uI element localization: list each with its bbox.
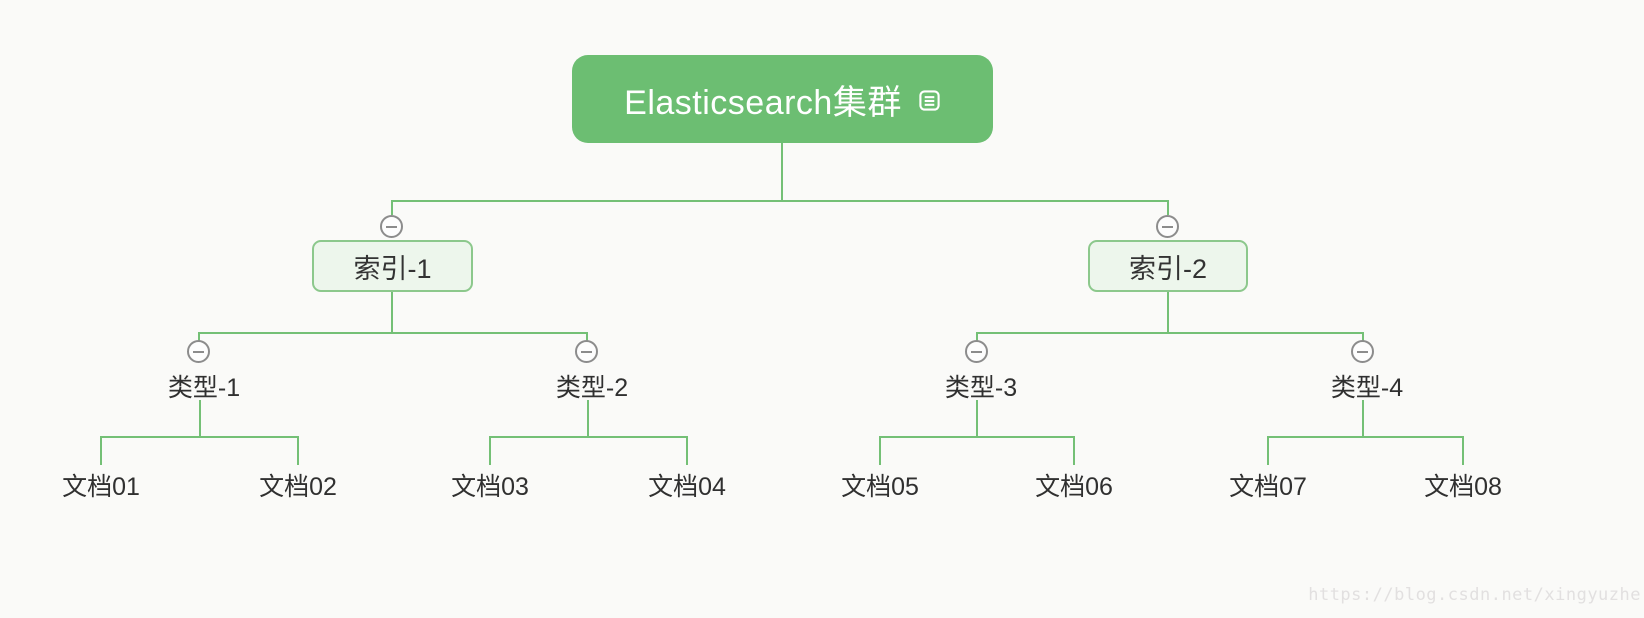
node-type-3[interactable]: 类型-3 [944,374,1018,402]
node-type-2[interactable]: 类型-2 [555,374,629,402]
minus-icon [1162,225,1173,228]
index-1-label: 索引-1 [353,253,432,284]
collapse-button-type-3[interactable] [965,340,988,363]
watermark-url: https://blog.csdn.net/xingyuzhe [1308,585,1641,605]
node-doc-02[interactable]: 文档02 [259,473,337,501]
collapse-button-type-2[interactable] [575,340,598,363]
root-node-label: Elasticsearch集群 [624,83,902,122]
node-type-1[interactable]: 类型-1 [167,374,241,402]
minus-icon [581,350,592,353]
notes-icon[interactable] [918,89,941,112]
minus-icon [386,225,397,228]
node-doc-03[interactable]: 文档03 [451,473,529,501]
node-doc-04[interactable]: 文档04 [648,473,726,501]
node-index-2[interactable]: 索引-2 [1088,240,1248,292]
node-doc-08[interactable]: 文档08 [1424,473,1502,501]
node-doc-07[interactable]: 文档07 [1229,473,1307,501]
node-type-4[interactable]: 类型-4 [1330,374,1404,402]
node-doc-01[interactable]: 文档01 [62,473,140,501]
collapse-button-index-1[interactable] [380,215,403,238]
node-doc-05[interactable]: 文档05 [841,473,919,501]
collapse-button-index-2[interactable] [1156,215,1179,238]
collapse-button-type-4[interactable] [1351,340,1374,363]
node-doc-06[interactable]: 文档06 [1035,473,1113,501]
minus-icon [193,350,204,353]
node-index-1[interactable]: 索引-1 [312,240,473,292]
index-2-label: 索引-2 [1128,253,1207,284]
root-node-elasticsearch-cluster[interactable]: Elasticsearch集群 [572,55,993,143]
minus-icon [1357,350,1368,353]
collapse-button-type-1[interactable] [187,340,210,363]
minus-icon [971,350,982,353]
